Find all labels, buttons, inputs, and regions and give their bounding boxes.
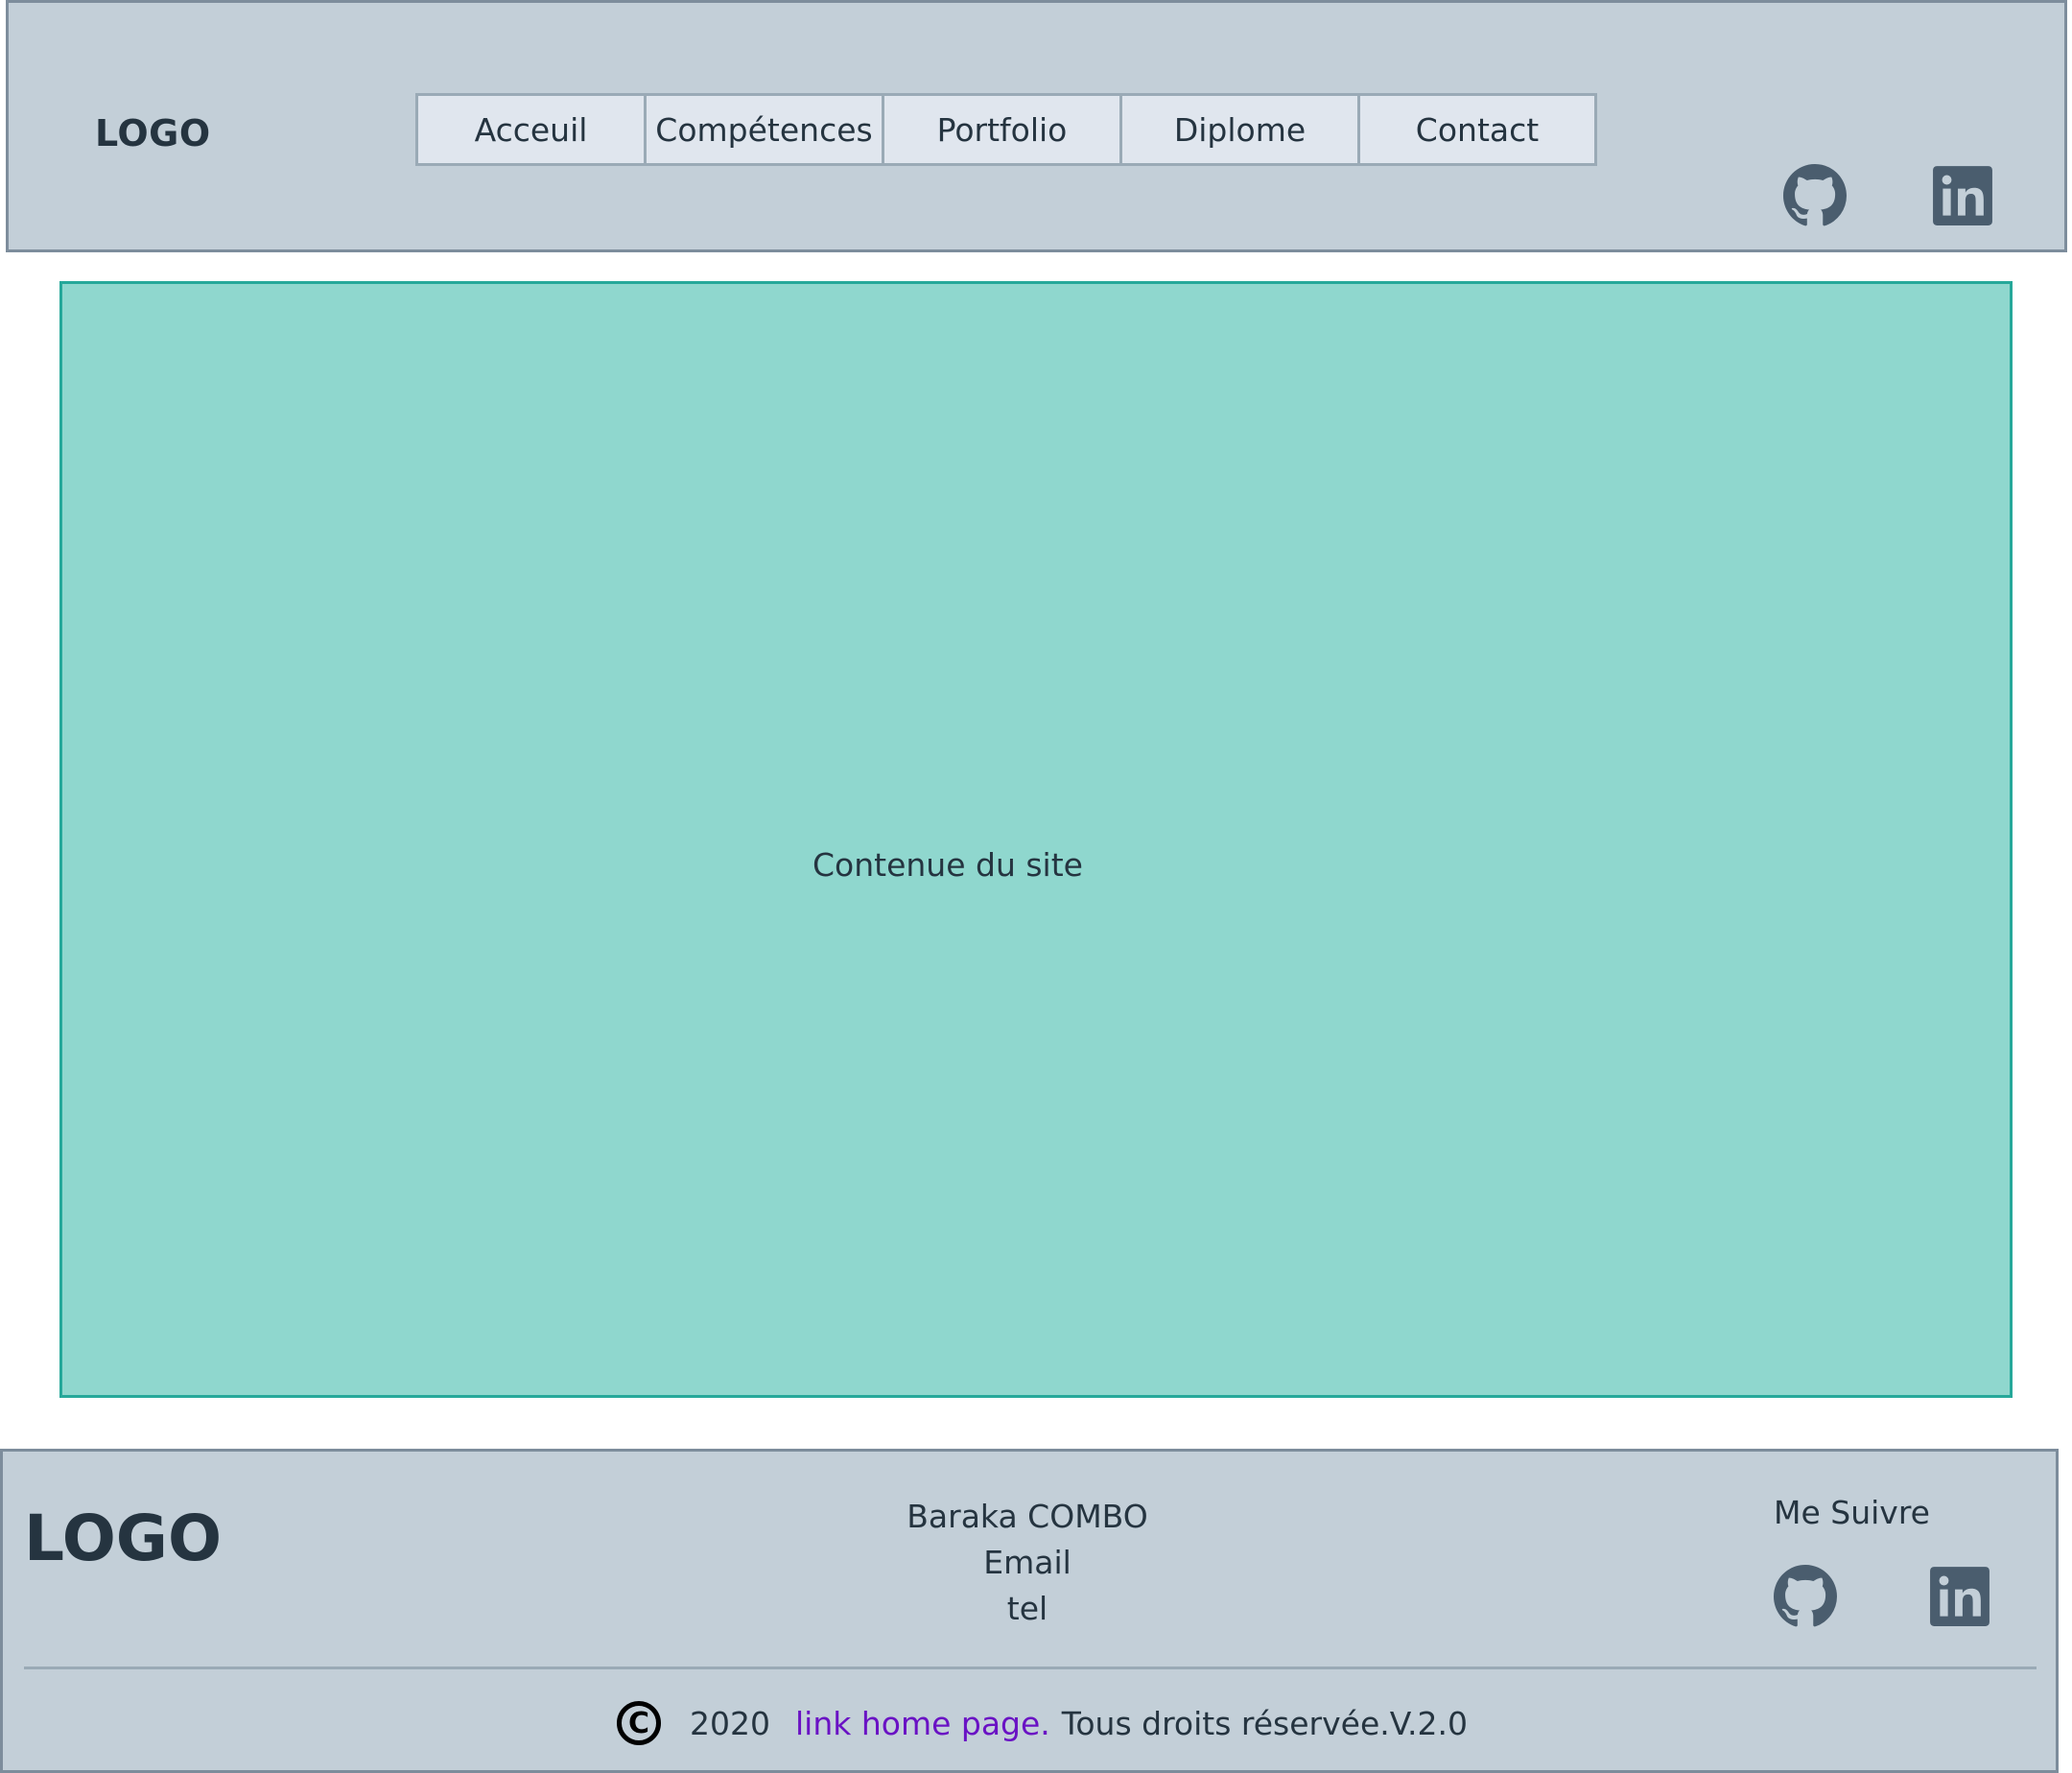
content-placeholder-text: Contenue du site: [812, 846, 1083, 884]
home-page-link[interactable]: link home page.: [794, 1704, 1050, 1742]
nav-item-contact[interactable]: Contact: [1357, 96, 1594, 163]
copyright-line: C 2020 link home page. Tous droits réser…: [617, 1701, 1468, 1745]
site-footer: LOGO Baraka COMBO Email tel Me Suivre C …: [0, 1449, 2059, 1773]
copyright-icon: C: [617, 1701, 661, 1745]
footer-divider: [24, 1667, 2037, 1669]
header-logo[interactable]: LOGO: [95, 112, 211, 154]
copyright-year: 2020: [690, 1704, 770, 1742]
nav-item-acceuil[interactable]: Acceuil: [474, 110, 588, 149]
nav-item-portfolio[interactable]: Portfolio: [882, 96, 1119, 163]
github-icon[interactable]: [1774, 1565, 1837, 1628]
follow-label: Me Suivre: [1774, 1494, 1930, 1531]
footer-logo[interactable]: LOGO: [24, 1501, 223, 1575]
main-nav: Acceuil Compétences Portfolio Diplome Co…: [415, 93, 1597, 166]
footer-tel[interactable]: tel: [1006, 1590, 1048, 1627]
github-icon[interactable]: [1783, 164, 1847, 227]
linkedin-icon[interactable]: [1928, 1565, 1991, 1628]
site-header: LOGO Acceuil Compétences Portfolio Diplo…: [6, 0, 2067, 252]
footer-email[interactable]: Email: [983, 1544, 1071, 1581]
nav-item-competences[interactable]: Compétences: [644, 96, 882, 163]
nav-item-diplome[interactable]: Diplome: [1119, 96, 1357, 163]
linkedin-icon[interactable]: [1931, 164, 1994, 227]
footer-contact-info: Baraka COMBO Email tel: [836, 1494, 1219, 1632]
footer-name: Baraka COMBO: [906, 1498, 1148, 1535]
rights-text: Tous droits réservée.V.2.0: [1061, 1704, 1469, 1742]
main-content-area: Contenue du site: [59, 281, 2013, 1398]
